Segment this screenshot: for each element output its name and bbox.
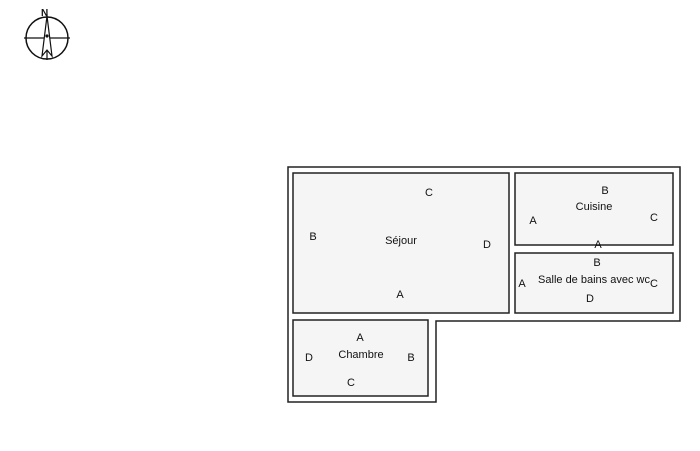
wall-label-right: C	[650, 212, 658, 224]
wall-label-left: B	[309, 231, 316, 243]
wall-label-bottom: D	[586, 293, 594, 305]
wall-label-bottom: A	[594, 239, 602, 251]
room-cuisine: Cuisine B A C A	[514, 172, 674, 251]
outer-wall	[287, 166, 681, 403]
room-chambre: Chambre A D B C	[292, 319, 429, 397]
wall-label-top: B	[601, 185, 608, 197]
room-sejour: Séjour C B D A	[292, 172, 510, 314]
room-name: Chambre	[338, 349, 383, 361]
wall-label-left: A	[529, 215, 537, 227]
wall-label-left: A	[518, 278, 526, 290]
wall-label-right: C	[650, 278, 658, 290]
compass-icon: N	[24, 8, 70, 60]
wall-label-right: D	[483, 239, 491, 251]
wall-label-top: C	[425, 187, 433, 199]
wall-label-left: D	[305, 352, 313, 364]
room-name: Séjour	[385, 235, 417, 247]
wall-label-bottom: A	[396, 289, 404, 301]
wall-label-top: B	[593, 257, 600, 269]
room-name: Salle de bains avec wc	[538, 274, 650, 286]
wall-label-top: A	[356, 332, 364, 344]
wall-label-bottom: C	[347, 377, 355, 389]
compass-north-label: N	[41, 8, 48, 19]
room-name: Cuisine	[576, 201, 613, 213]
wall-label-right: B	[407, 352, 414, 364]
room-salle-de-bains: Salle de bains avec wc B A C D	[514, 252, 674, 314]
